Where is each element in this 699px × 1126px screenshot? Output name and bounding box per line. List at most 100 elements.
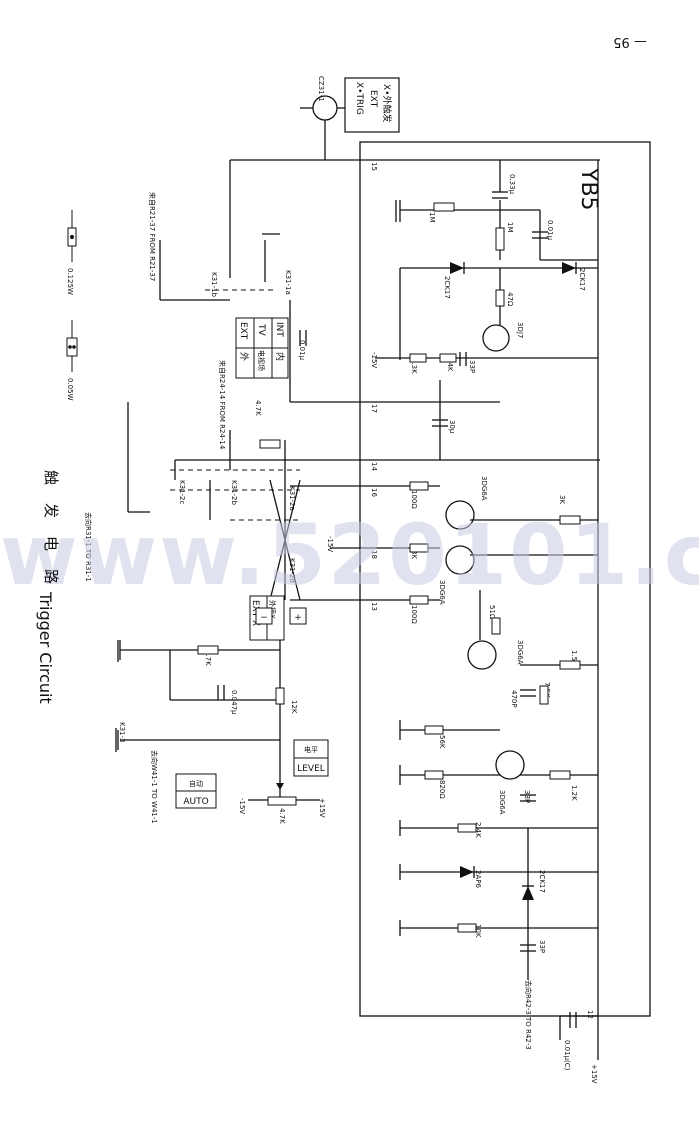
- svg-text:24K: 24K: [446, 358, 454, 372]
- svg-text:3DG6A: 3DG6A: [438, 580, 446, 605]
- polarity-minus[interactable]: −: [260, 613, 268, 623]
- board-label: YB5: [576, 167, 601, 211]
- svg-text:3.3K: 3.3K: [410, 358, 418, 374]
- svg-text:0.01μ: 0.01μ: [298, 340, 306, 361]
- svg-text:16: 16: [370, 488, 378, 497]
- title-chinese: 触发电路: [42, 470, 60, 602]
- svg-text:+15V: +15V: [590, 1064, 598, 1084]
- svg-text:来自R24-14 FROM R24-14: 来自R24-14 FROM R24-14: [218, 360, 227, 450]
- svg-text:去向R31-1 TO R31-1: 去向R31-1 TO R31-1: [84, 512, 93, 582]
- svg-text:0.125W: 0.125W: [66, 268, 74, 295]
- svg-text:4.7K: 4.7K: [278, 808, 286, 824]
- svg-text:30μ: 30μ: [448, 420, 456, 434]
- polarity-plus[interactable]: +: [294, 613, 302, 623]
- svg-text:1.5K: 1.5K: [570, 650, 578, 666]
- page-number: — 95: [613, 34, 647, 49]
- svg-text:3DG6A: 3DG6A: [498, 790, 506, 815]
- mode-int-label[interactable]: INT: [274, 322, 284, 337]
- ground-symbols: [115, 200, 397, 752]
- component-symbols: [197, 191, 581, 1028]
- svg-text:13: 13: [370, 602, 378, 611]
- svg-text:2CK17: 2CK17: [443, 276, 451, 299]
- svg-text:X•TRIG: X•TRIG: [354, 82, 364, 115]
- legend-res-0125w: 0.125W: [66, 210, 77, 295]
- level-cn-label[interactable]: 电平: [304, 745, 318, 754]
- svg-text:820Ω: 820Ω: [438, 780, 446, 799]
- polarity-boxes: [255, 607, 307, 625]
- mode-tv-cn-label[interactable]: 电视场: [257, 350, 266, 371]
- jack-cz31-1[interactable]: CZ31-1: [300, 76, 350, 160]
- title-english: Trigger Circuit: [36, 591, 55, 704]
- svg-text:4.7K: 4.7K: [204, 650, 212, 666]
- svg-text:去向R42-3 TO R42-3: 去向R42-3 TO R42-3: [524, 980, 533, 1050]
- connection-labels: 来自R21-37 FROM R21-37 来自R24-14 FROM R24-1…: [84, 192, 533, 1050]
- auto-box: [175, 773, 217, 809]
- mode-ext-label[interactable]: EXT: [238, 322, 248, 340]
- svg-text:47Ω: 47Ω: [506, 292, 514, 307]
- svg-text:17: 17: [370, 404, 378, 413]
- svg-text:12K: 12K: [290, 700, 298, 714]
- svg-text:51Ω: 51Ω: [488, 605, 496, 620]
- level-label[interactable]: LEVEL: [297, 764, 325, 774]
- svg-text:3K: 3K: [558, 495, 566, 504]
- svg-text:K31-2a: K31-2a: [288, 486, 296, 511]
- svg-text:2CK17: 2CK17: [538, 870, 546, 893]
- svg-text:56K: 56K: [438, 735, 446, 749]
- mode-tv-label[interactable]: TV: [256, 323, 266, 336]
- svg-text:1.2K: 1.2K: [570, 785, 578, 801]
- svg-text:K31-2d: K31-2d: [288, 558, 296, 583]
- svg-text:0.01μ: 0.01μ: [546, 220, 554, 241]
- svg-text:K31-3: K31-3: [118, 722, 126, 742]
- svg-text:100Ω: 100Ω: [410, 490, 418, 509]
- svg-text:12: 12: [586, 1010, 594, 1019]
- svg-text:0.047μ: 0.047μ: [230, 690, 238, 715]
- svg-text:1M: 1M: [428, 212, 436, 223]
- svg-text:-15V: -15V: [238, 798, 246, 814]
- svg-text:15: 15: [370, 162, 378, 171]
- svg-text:470P: 470P: [510, 690, 518, 708]
- legend-res-005w: 0.05W: [66, 320, 78, 401]
- ext-trig-label-box: X•外触发 EXT X•TRIG: [344, 77, 400, 133]
- svg-text:+15V: +15V: [318, 798, 326, 818]
- svg-text:来自R21-37 FROM R21-37: 来自R21-37 FROM R21-37: [148, 192, 157, 281]
- svg-text:去向W41-1 TO W41-1: 去向W41-1 TO W41-1: [150, 750, 159, 824]
- svg-text:33P: 33P: [538, 940, 546, 953]
- level-box: [293, 739, 329, 777]
- switch-labels: K31-1a K31-1b K31-2a K31-2b K31-2c K31-2…: [118, 270, 296, 742]
- svg-text:EXT: EXT: [368, 90, 378, 108]
- svg-text:18: 18: [370, 550, 378, 559]
- svg-text:33P: 33P: [468, 360, 476, 373]
- svg-text:0.01μ(C): 0.01μ(C): [563, 1040, 571, 1071]
- svg-text:K31-2b: K31-2b: [230, 480, 238, 505]
- mode-int-cn-label[interactable]: 内: [274, 352, 286, 361]
- svg-text:4.7K: 4.7K: [254, 400, 262, 416]
- auto-label[interactable]: AUTO: [183, 797, 208, 807]
- svg-text:-15V: -15V: [326, 536, 334, 552]
- watermark: www.520101.com: [0, 506, 699, 604]
- svg-text:K31-1a: K31-1a: [284, 270, 292, 295]
- mode-switch-panel: [235, 317, 289, 379]
- svg-text:100Ω: 100Ω: [410, 605, 418, 624]
- ext-x-label[interactable]: EXT X: [250, 600, 260, 626]
- svg-text:K31-1b: K31-1b: [210, 272, 218, 297]
- board-outline: [359, 141, 651, 1017]
- svg-text:1M: 1M: [506, 222, 514, 233]
- svg-text:10K: 10K: [474, 924, 482, 938]
- svg-text:3DG6A: 3DG6A: [480, 476, 488, 501]
- svg-text:2.4K: 2.4K: [474, 822, 482, 838]
- svg-text:CZ31-1: CZ31-1: [317, 76, 325, 102]
- svg-text:K31-2c: K31-2c: [178, 480, 186, 504]
- svg-text:2AP6: 2AP6: [474, 870, 482, 888]
- svg-text:-15V: -15V: [370, 352, 378, 368]
- svg-text:0.05W: 0.05W: [66, 378, 74, 401]
- svg-text:2CK17: 2CK17: [578, 268, 586, 291]
- auto-cn-label[interactable]: 自动: [189, 779, 203, 788]
- svg-text:14: 14: [370, 462, 378, 471]
- svg-text:0.33μ: 0.33μ: [508, 174, 516, 195]
- svg-text:3DG6A: 3DG6A: [516, 640, 524, 665]
- mode-ext-cn-label[interactable]: 外: [238, 352, 250, 361]
- svg-text:3DJ7: 3DJ7: [516, 322, 524, 338]
- svg-text:X•外触发: X•外触发: [381, 84, 393, 122]
